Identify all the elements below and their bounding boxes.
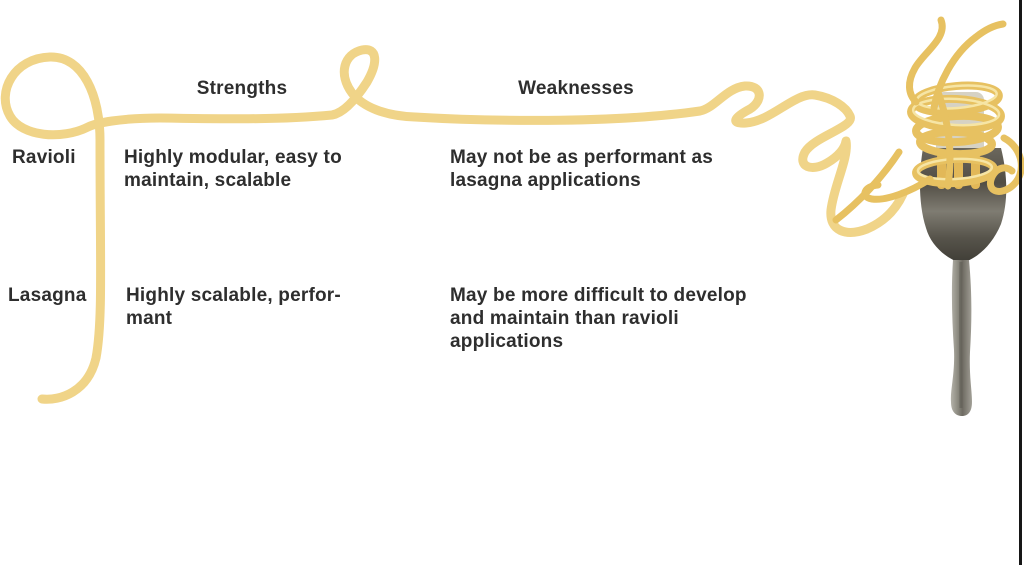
column-header-strengths: Strengths <box>196 78 288 99</box>
cell-line: Highly modular, easy to <box>124 147 342 168</box>
row-label-ravioli: Ravioli <box>12 147 76 168</box>
loose-strand-diagonal <box>832 148 903 224</box>
cell-line: Highly scalable, perfor- <box>126 285 341 306</box>
swirl-strand-highlight <box>911 97 1001 127</box>
lasagna-strengths-cell: Highly scalable, perfor- mant <box>126 284 341 330</box>
swirl-strand <box>912 111 1002 147</box>
cell-line: May not be as performant as <box>450 147 714 168</box>
fork-with-spaghetti <box>832 16 1024 416</box>
cell-line: May be more difficult to develop <box>450 285 747 306</box>
row-label-lasagna: Lasagna <box>8 285 87 306</box>
loose-strand-top-left <box>906 16 946 106</box>
swirl-strand-highlight <box>916 157 994 181</box>
spaghetti-doodle-line <box>0 45 908 404</box>
loose-strand-top-right <box>930 20 1007 112</box>
swirl-strand <box>916 127 996 159</box>
ravioli-weaknesses-cell: May not be as performant as lasagna appl… <box>450 146 713 192</box>
spaghetti-swirl <box>832 16 1024 224</box>
cell-line: lasagna applications <box>450 170 641 191</box>
cell-line: maintain, scalable <box>124 170 292 191</box>
noodle-curve <box>0 45 908 404</box>
swirl-front-strand <box>934 88 954 190</box>
lasagna-weaknesses-cell: May be more difficult to develop and mai… <box>450 284 747 353</box>
cell-line: applications <box>450 331 564 352</box>
video-frame-edge <box>1019 0 1022 565</box>
cell-line: and maintain than ravioli <box>450 308 679 329</box>
ravioli-strengths-cell: Highly modular, easy to maintain, scalab… <box>124 146 342 192</box>
column-header-weaknesses: Weaknesses <box>518 78 634 99</box>
cell-line: mant <box>126 308 173 329</box>
